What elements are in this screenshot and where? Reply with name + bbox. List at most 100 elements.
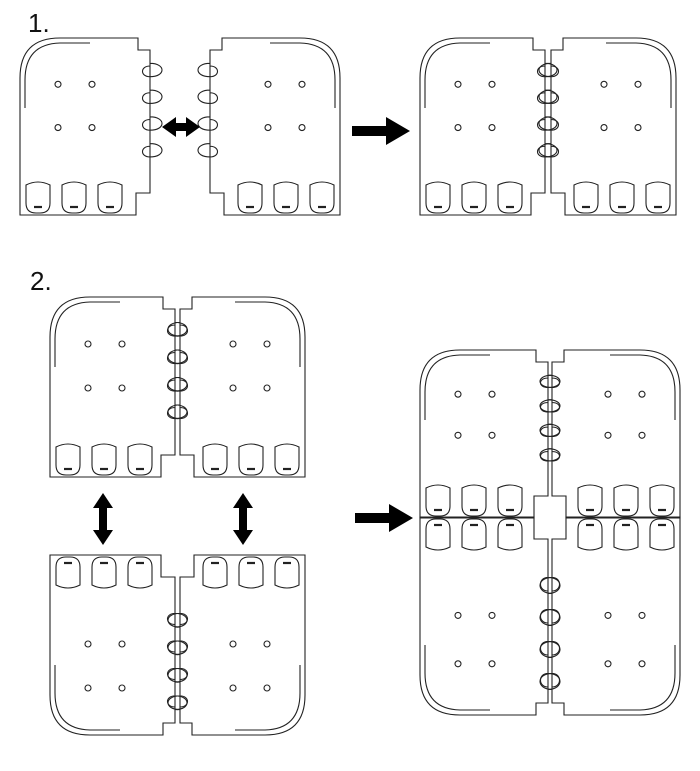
mounting-hole bbox=[600, 80, 608, 88]
mounting-hole bbox=[263, 640, 271, 648]
bottom-tab bbox=[577, 518, 603, 551]
mounting-hole bbox=[454, 431, 462, 439]
mounting-hole bbox=[229, 384, 237, 392]
mounting-hole bbox=[600, 124, 608, 132]
bottom-tab bbox=[274, 556, 300, 589]
bottom-tab bbox=[613, 518, 639, 551]
bottom-tab bbox=[577, 484, 603, 517]
corner-rail bbox=[235, 301, 301, 367]
corner-rail bbox=[24, 42, 90, 108]
assembled-panel-left bbox=[419, 37, 558, 216]
panel-outline bbox=[49, 296, 188, 478]
corner-rail bbox=[610, 354, 676, 420]
mounting-hole bbox=[488, 431, 496, 439]
bottom-tab bbox=[497, 181, 523, 214]
panel-right-half bbox=[197, 37, 341, 216]
mounting-hole bbox=[263, 684, 271, 692]
mounting-hole bbox=[488, 611, 496, 619]
mounting-hole bbox=[638, 431, 646, 439]
panel-outline bbox=[419, 37, 558, 216]
corner-rail bbox=[424, 42, 490, 108]
panel-outline bbox=[197, 37, 341, 216]
mounting-hole bbox=[84, 384, 92, 392]
corner-rail bbox=[606, 42, 672, 108]
panel-outline bbox=[167, 296, 306, 478]
mounting-hole bbox=[54, 124, 62, 132]
bottom-tab bbox=[425, 518, 451, 551]
bottom-tab bbox=[497, 484, 523, 517]
mounting-hole bbox=[298, 80, 306, 88]
corner-rail bbox=[270, 42, 336, 108]
panel-outline bbox=[167, 554, 306, 736]
bottom-tab bbox=[309, 181, 335, 214]
bottom-tab bbox=[61, 181, 87, 214]
corner-rail bbox=[54, 665, 120, 731]
bottom-tab bbox=[238, 443, 264, 476]
bottom-tab bbox=[461, 484, 487, 517]
corner-rail bbox=[424, 354, 490, 420]
corner-rail bbox=[54, 301, 120, 367]
top-panel-left bbox=[49, 296, 188, 478]
mounting-hole bbox=[88, 124, 96, 132]
mounting-hole bbox=[118, 684, 126, 692]
mounting-hole bbox=[84, 640, 92, 648]
mounting-hole bbox=[638, 611, 646, 619]
double-arrow-vertical-icon bbox=[233, 493, 253, 545]
bottom-tab bbox=[645, 181, 671, 214]
final-panel-bottom-left bbox=[419, 516, 561, 716]
mounting-hole bbox=[454, 390, 462, 398]
mounting-hole bbox=[488, 80, 496, 88]
mounting-hole bbox=[118, 640, 126, 648]
bottom-tab bbox=[649, 518, 675, 551]
mounting-hole bbox=[118, 340, 126, 348]
mounting-hole bbox=[229, 640, 237, 648]
mounting-hole bbox=[229, 340, 237, 348]
mounting-hole bbox=[454, 124, 462, 132]
corner-rail bbox=[424, 645, 490, 711]
bottom-tab bbox=[274, 443, 300, 476]
bottom-tab bbox=[127, 556, 153, 589]
mounting-hole bbox=[84, 340, 92, 348]
final-panel-top-right bbox=[539, 349, 681, 519]
panel-left-half bbox=[19, 37, 163, 216]
assembled-panel-right bbox=[538, 37, 677, 216]
mounting-hole bbox=[604, 431, 612, 439]
corner-rail bbox=[610, 645, 676, 711]
mounting-hole bbox=[454, 611, 462, 619]
mounting-hole bbox=[488, 660, 496, 668]
mounting-hole bbox=[604, 611, 612, 619]
bottom-tab bbox=[649, 484, 675, 517]
mounting-hole bbox=[634, 124, 642, 132]
bottom-tab bbox=[91, 556, 117, 589]
mounting-hole bbox=[488, 390, 496, 398]
panel-outline bbox=[49, 554, 188, 736]
bottom-tab bbox=[461, 181, 487, 214]
mounting-hole bbox=[638, 390, 646, 398]
final-panel-bottom-right bbox=[539, 516, 681, 716]
mounting-hole bbox=[118, 384, 126, 392]
step-1-label: 1. bbox=[28, 8, 50, 38]
step-2-label: 2. bbox=[30, 266, 52, 296]
bottom-tab bbox=[97, 181, 123, 214]
bottom-tab bbox=[497, 518, 523, 551]
final-panel-top-left bbox=[419, 349, 561, 519]
mounting-hole bbox=[264, 80, 272, 88]
mounting-hole bbox=[634, 80, 642, 88]
bottom-tab bbox=[613, 484, 639, 517]
mounting-hole bbox=[454, 660, 462, 668]
bottom-panel-right bbox=[167, 554, 306, 736]
mounting-hole bbox=[604, 660, 612, 668]
double-arrow-vertical-icon bbox=[93, 493, 113, 545]
bottom-tab bbox=[425, 484, 451, 517]
bottom-tab bbox=[573, 181, 599, 214]
right-arrow-icon bbox=[355, 504, 413, 532]
bottom-tab bbox=[609, 181, 635, 214]
bottom-tab bbox=[127, 443, 153, 476]
mounting-hole bbox=[229, 684, 237, 692]
mounting-hole bbox=[298, 124, 306, 132]
panel-outline bbox=[539, 349, 681, 519]
mounting-hole bbox=[488, 124, 496, 132]
bottom-tab bbox=[202, 443, 228, 476]
